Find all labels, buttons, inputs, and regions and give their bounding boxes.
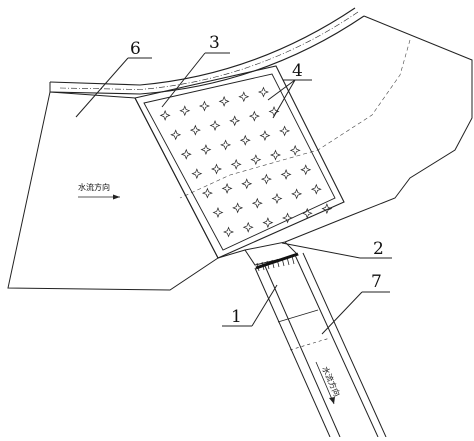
diffuser-star-icon [250, 154, 262, 166]
callout-7: 7 [371, 272, 382, 292]
diffuser-star-icon [301, 207, 313, 219]
callout-4: 4 [292, 61, 303, 81]
diffuser-star-icon [191, 168, 203, 180]
leader-4-a [267, 79, 296, 101]
diffuser-star-icon [270, 149, 281, 161]
diffuser-star-icon [200, 144, 212, 156]
leader-2 [281, 242, 361, 259]
diffuser-star-icon [259, 130, 271, 142]
item-1-plate [255, 252, 299, 270]
diffuser-star-icon [201, 187, 213, 199]
top-wall-outer [49, 7, 356, 86]
diffuser-star-icon [211, 163, 222, 175]
diffuser-star-icon [260, 173, 272, 185]
diffuser-star-icon [282, 212, 294, 224]
leader-3 [161, 52, 206, 108]
diffuser-star-icon [198, 100, 210, 112]
region-3-basin-outer [134, 65, 345, 259]
diffuser-star-icon [321, 203, 333, 215]
diffuser-star-icon [291, 188, 303, 200]
leader-6 [75, 57, 129, 118]
diffuser-star-icon [212, 207, 224, 218]
diffuser-star-icon [223, 226, 235, 238]
flow-label-pipe: 水流方向 [320, 365, 342, 398]
diffuser-star-icon [257, 86, 269, 98]
callout-3: 3 [209, 33, 220, 53]
callout-6: 6 [130, 39, 141, 59]
leader-4-b [272, 79, 296, 119]
diffuser-star-icon [251, 197, 263, 209]
right-bank-outline [284, 15, 473, 243]
diffuser-star-icon [232, 202, 244, 214]
right-bank-bottom [217, 249, 246, 259]
diffuser-star-icon [229, 115, 241, 127]
diffuser-star-icon [180, 148, 192, 160]
top-wall-centerline [59, 11, 359, 90]
diffuser-star-icon [289, 144, 301, 156]
diffuser-star-icon [271, 193, 283, 204]
diffuser-star-icon [170, 129, 182, 141]
dashed-line-right [179, 39, 411, 199]
diffuser-star-icon [280, 168, 292, 180]
diffuser-star-icon [279, 125, 291, 137]
diffuser-star-icon [262, 217, 274, 229]
diffuser-star-icon [179, 105, 191, 117]
diffuser-star-icon [300, 164, 312, 176]
diffuser-star-icon [189, 124, 201, 136]
diffuser-star-icon [221, 182, 233, 194]
flow-arrow-pipe [315, 361, 335, 405]
region-3-basin-inner [143, 73, 336, 251]
diffuser-star-grid [159, 86, 333, 238]
region-7-pipe [254, 252, 387, 438]
diffuser-star-icon [238, 91, 250, 103]
diffuser-star-icon [220, 139, 232, 151]
top-wall-inner [49, 15, 365, 95]
flow-arrow-upper [78, 194, 120, 200]
diffuser-star-icon [239, 134, 251, 146]
callout-1: 1 [231, 307, 242, 327]
leader-1 [251, 284, 278, 327]
region-6-apron [7, 91, 219, 291]
diffuser-star-icon [218, 95, 230, 107]
diffuser-star-icon [310, 183, 322, 195]
leader-7 [321, 291, 363, 335]
callout-2: 2 [373, 239, 384, 259]
diffuser-star-icon [159, 109, 171, 121]
diffuser-star-icon [248, 110, 260, 122]
flow-label-upper: 水流方向 [78, 182, 110, 192]
diffuser-star-icon [241, 178, 253, 190]
diffuser-star-icon [230, 158, 242, 170]
diffuser-star-icon [242, 221, 254, 233]
diffuser-star-icon [209, 120, 221, 131]
